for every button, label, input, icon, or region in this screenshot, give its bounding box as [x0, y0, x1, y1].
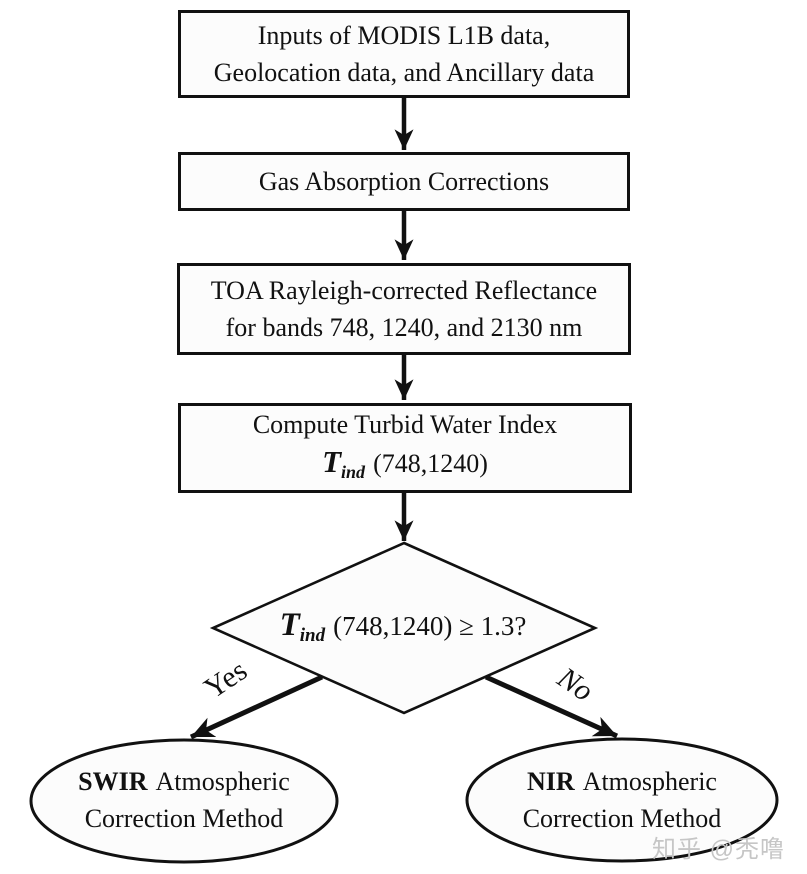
zhihu-watermark: 知乎 @秃噜: [652, 836, 786, 863]
swir-ellipse-shape: [29, 738, 339, 864]
decision-symbol: T: [279, 607, 300, 643]
node-inputs: Inputs of MODIS L1B data, Geolocation da…: [178, 10, 630, 98]
swir-emphasis: SWIR: [78, 767, 148, 796]
node-gas-absorption: Gas Absorption Corrections: [178, 152, 630, 211]
twi-subscript: ind: [341, 461, 366, 482]
node-toa-line1: TOA Rayleigh-corrected Reflectance: [210, 276, 598, 305]
arrow-no-to-nir: [484, 674, 619, 739]
node-inputs-line1: Inputs of MODIS L1B data,: [257, 21, 551, 50]
nir-emphasis: NIR: [527, 767, 575, 796]
node-twi-formula: Tind (748,1240): [322, 443, 488, 491]
nir-line1-rest: Atmospheric: [582, 767, 717, 796]
nir-ellipse-shape: [465, 737, 779, 863]
arrow-yes-to-swir: [189, 674, 324, 740]
decision-condition: Tind (748,1240) ≥ 1.3?: [193, 601, 613, 653]
node-inputs-line2: Geolocation data, and Ancillary data: [213, 58, 595, 87]
node-toa-reflectance: TOA Rayleigh-corrected Reflectance for b…: [177, 263, 631, 355]
twi-symbol: T: [322, 443, 342, 479]
swir-line2: Correction Method: [84, 804, 284, 833]
node-twi-line1: Compute Turbid Water Index: [252, 409, 558, 439]
node-gas-label: Gas Absorption Corrections: [258, 167, 550, 196]
twi-args: (748,1240): [373, 448, 488, 478]
decision-diamond-shape: [209, 541, 599, 715]
nir-line2: Correction Method: [522, 804, 722, 833]
decision-subscript: ind: [299, 625, 326, 646]
swir-line1-rest: Atmospheric: [155, 767, 290, 796]
node-toa-line2: for bands 748, 1240, and 2130 nm: [225, 313, 583, 342]
decision-formula: Tind (748,1240) ≥ 1.3?: [280, 607, 527, 647]
node-turbid-water-index: Compute Turbid Water Index Tind (748,1240…: [178, 403, 632, 493]
decision-args: (748,1240) ≥ 1.3?: [333, 611, 527, 641]
